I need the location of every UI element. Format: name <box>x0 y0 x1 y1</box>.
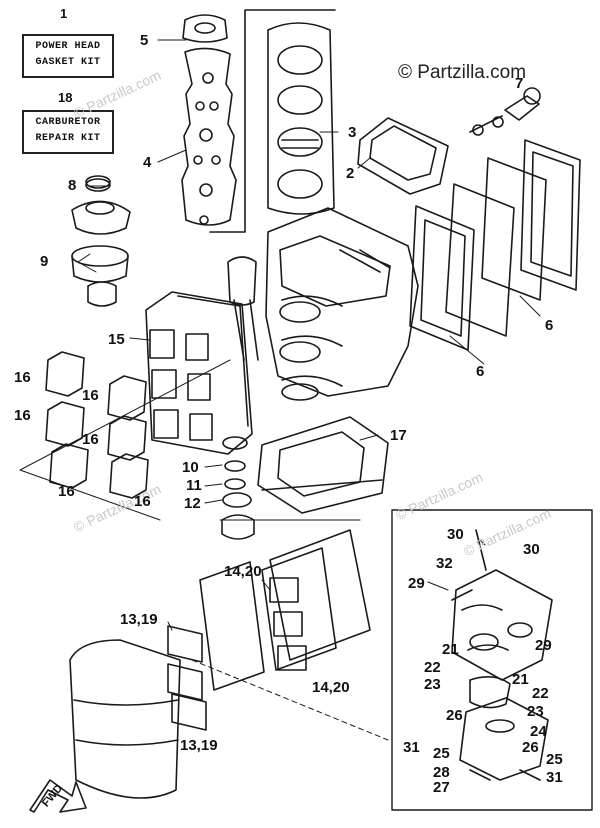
callout-16: 16 <box>14 407 31 424</box>
kit-18-line2: REPAIR KIT <box>35 133 101 144</box>
callout-22: 22 <box>532 685 549 702</box>
carburetor-repair-kit-box: CARBURETOR REPAIR KIT <box>22 110 114 154</box>
callout-16: 16 <box>14 369 31 386</box>
callout-26: 26 <box>522 739 539 756</box>
callout-21: 21 <box>512 671 529 688</box>
part-3-cylinder-head-gasket <box>267 22 335 215</box>
part-15-crankcase <box>145 291 253 455</box>
callout-29: 29 <box>535 637 552 654</box>
callout-10: 10 <box>182 459 199 476</box>
callout-4: 4 <box>143 154 152 171</box>
callout-5: 5 <box>140 32 149 49</box>
carburetor-box <box>391 509 593 811</box>
callout-27: 27 <box>433 779 450 796</box>
kit-1-line2: GASKET KIT <box>35 57 101 68</box>
kit-number-18: 18 <box>58 90 73 105</box>
kit-number-1: 1 <box>60 6 68 21</box>
part-17-base-gasket <box>257 416 389 514</box>
leader-lines <box>77 39 541 631</box>
callout-25: 25 <box>546 751 563 768</box>
callout-21: 21 <box>442 641 459 658</box>
parts-10-12-lower-seals <box>221 436 255 540</box>
callout-22: 22 <box>424 659 441 676</box>
fwd-arrow <box>29 779 87 813</box>
callout-13-19: 13,19 <box>180 737 218 754</box>
power-head-gasket-kit-box: POWER HEAD GASKET KIT <box>22 34 114 78</box>
part-5-cap <box>182 14 228 43</box>
callout-16: 16 <box>82 387 99 404</box>
callout-16: 16 <box>134 493 151 510</box>
bracket-gasket-group <box>209 9 336 233</box>
kit-18-line1: CARBURETOR <box>35 117 101 128</box>
callout-29: 29 <box>408 575 425 592</box>
callout-25: 25 <box>433 745 450 762</box>
callout-31: 31 <box>403 739 420 756</box>
callout-6-lower: 6 <box>476 363 485 380</box>
callout-6-upper: 6 <box>545 317 554 334</box>
callout-16: 16 <box>58 483 75 500</box>
part-14-20-intake-manifold <box>199 519 371 691</box>
callout-8: 8 <box>68 177 77 194</box>
callout-16: 16 <box>82 431 99 448</box>
callout-12: 12 <box>184 495 201 512</box>
callout-9: 9 <box>40 253 49 270</box>
carburetor-assembly <box>451 529 553 781</box>
part-4-gasket-plate <box>181 47 237 226</box>
kit-1-line1: POWER HEAD <box>35 41 101 52</box>
callout-28: 28 <box>433 764 450 781</box>
part-7-fitting <box>469 87 541 136</box>
callout-24: 24 <box>530 723 547 740</box>
part-6-side-covers <box>409 139 581 351</box>
part-9-bearing-set <box>71 200 131 307</box>
part-8-seal <box>85 175 111 192</box>
callout-23: 23 <box>527 703 544 720</box>
part-16-reed-valves <box>45 351 149 499</box>
callout-15: 15 <box>108 331 125 348</box>
callout-32: 32 <box>436 555 453 572</box>
callout-3: 3 <box>348 124 357 141</box>
callout-7: 7 <box>515 75 524 92</box>
callout-11: 11 <box>186 477 202 494</box>
callout-30: 30 <box>523 541 540 558</box>
callout-14-20: 14,20 <box>224 563 262 580</box>
partzilla-watermark: © Partzilla.com <box>398 62 527 83</box>
air-silencer-cover <box>69 639 181 799</box>
callout-14-20: 14,20 <box>312 679 350 696</box>
callout-23: 23 <box>424 676 441 693</box>
callout-2: 2 <box>346 165 355 182</box>
callout-13-19: 13,19 <box>120 611 158 628</box>
part-2-exhaust-cover <box>357 117 449 195</box>
callout-30: 30 <box>447 526 464 543</box>
part-13-19-gaskets <box>167 625 207 731</box>
engine-block <box>265 207 419 401</box>
callout-26: 26 <box>446 707 463 724</box>
reed-group-bracket <box>19 359 231 521</box>
callout-17: 17 <box>390 427 407 444</box>
callout-31: 31 <box>546 769 563 786</box>
carburetor-leader <box>191 659 389 741</box>
